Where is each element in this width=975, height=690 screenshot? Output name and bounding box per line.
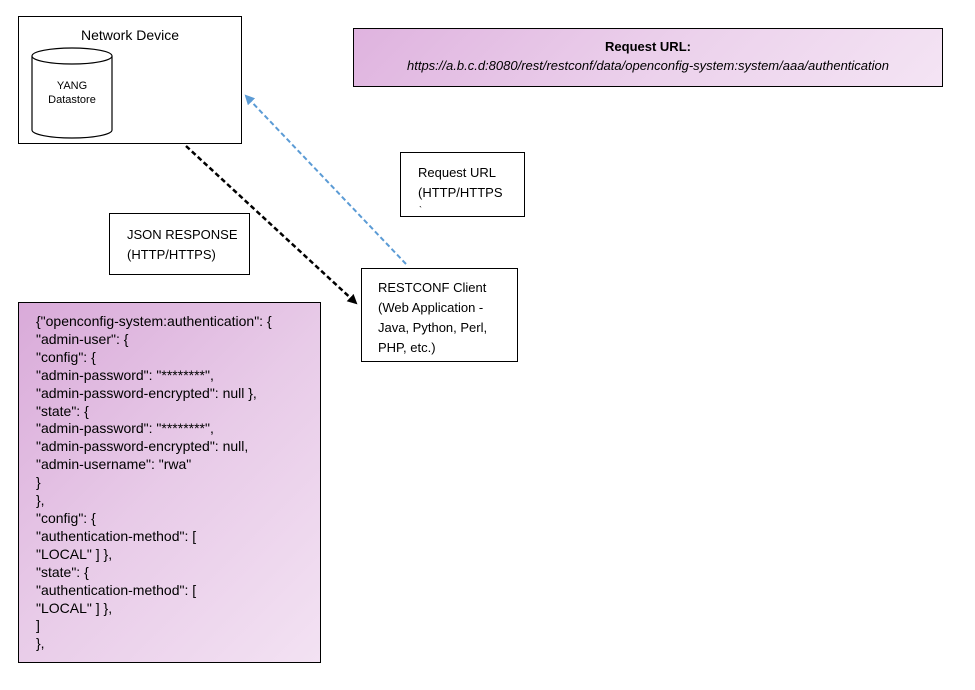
request-url-value: https://a.b.c.d:8080/rest/restconf/data/… (407, 58, 889, 73)
json-line: "authentication-method": [ (36, 527, 197, 544)
json-line: "admin-password-encrypted": null }, (36, 384, 257, 401)
response-label-box: JSON RESPONSE (HTTP/HTTPS) (109, 213, 250, 275)
json-line: "state": { (36, 402, 89, 419)
request-label-box: Request URL (HTTP/HTTPS ` (400, 152, 525, 217)
json-line: {"openconfig-system:authentication": { (36, 313, 272, 329)
response-label-text: JSON RESPONSE (HTTP/HTTPS) (127, 227, 238, 262)
json-line: ] (36, 617, 40, 634)
yang-datastore-label: YANG Datastore (48, 80, 96, 106)
json-line: "LOCAL" ] }, (36, 545, 113, 562)
request-url-title: Request URL: (605, 39, 691, 54)
response-arrow (185, 145, 358, 305)
json-line: "admin-user": { (36, 330, 129, 347)
json-line: "admin-password": "********", (36, 420, 214, 437)
request-label-mark: ` (419, 205, 422, 215)
json-line: "LOCAL" ] }, (36, 599, 113, 616)
json-line: } (36, 474, 41, 491)
request-label-text: Request URL (HTTP/HTTPS (418, 165, 503, 200)
json-line: "admin-password-encrypted": null, (36, 438, 249, 455)
json-line: "state": { (36, 563, 89, 580)
json-response-code: {"openconfig-system:authentication": { "… (36, 313, 272, 653)
restconf-client-text: RESTCONF Client (Web Application - Java,… (378, 280, 488, 355)
json-line: "admin-password": "********", (36, 366, 214, 383)
restconf-client-box: RESTCONF Client (Web Application - Java,… (361, 268, 518, 362)
json-line: "admin-username": "rwa" (36, 456, 192, 473)
network-device-title: Network Device (80, 27, 180, 43)
database-icon (31, 47, 113, 139)
request-url-panel: Request URL: https://a.b.c.d:8080/rest/r… (353, 28, 943, 87)
json-line: "authentication-method": [ (36, 581, 197, 598)
json-line: "config": { (36, 348, 96, 365)
json-response-panel: {"openconfig-system:authentication": { "… (18, 302, 321, 663)
json-line: }, (36, 492, 45, 509)
json-line: }, (36, 635, 45, 652)
network-device-box: Network Device YANG Datastore (18, 16, 242, 144)
request-arrow (244, 94, 407, 265)
json-line: "config": { (36, 509, 96, 526)
